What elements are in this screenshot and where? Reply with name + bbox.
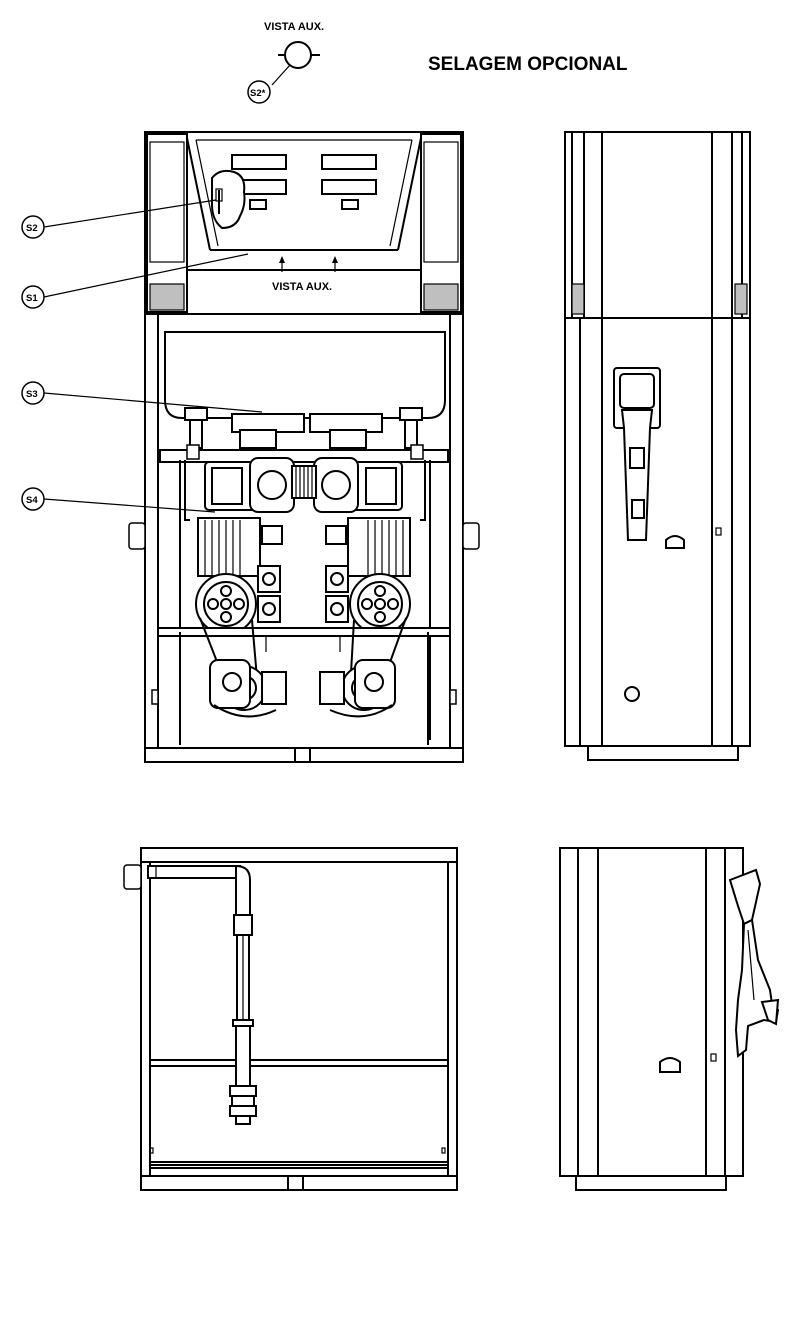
right-side-view xyxy=(564,131,751,761)
rear-view xyxy=(123,847,458,1191)
seal-callout-s2: S2 xyxy=(21,199,217,239)
seal-label-s1: S1 xyxy=(26,293,38,304)
aux-view-inline-label: VISTA AUX. xyxy=(272,281,332,293)
side-nozzle xyxy=(728,868,780,1058)
seal-callout-s1: S1 xyxy=(21,253,249,309)
seal-label-s2-star: S2* xyxy=(250,88,266,99)
seal-label-s2: S2 xyxy=(26,223,38,234)
page-title: SELAGEM OPCIONAL xyxy=(428,54,628,75)
center-coupling xyxy=(291,465,317,499)
left-side-view xyxy=(559,847,780,1191)
right-pulley xyxy=(349,573,411,635)
front-view: VISTA AUX. xyxy=(128,131,480,763)
seal-callout-s4: S4 xyxy=(21,487,216,513)
left-pulley xyxy=(195,573,257,635)
aux-view-seal: S2* xyxy=(247,41,320,104)
seal-callout-s3: S3 xyxy=(21,381,263,413)
seal-label-s3: S3 xyxy=(26,389,38,400)
aux-view-title: VISTA AUX. xyxy=(264,21,324,33)
seal-label-s4: S4 xyxy=(26,495,38,506)
